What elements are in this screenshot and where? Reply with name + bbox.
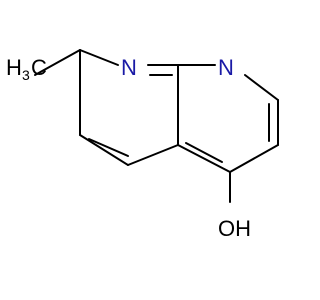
atom-hydroxyl: OH [218, 216, 251, 241]
atom-nitrogen-right: N [218, 55, 234, 80]
molecule-structure: N N H 3 C OH [6, 49, 279, 241]
bond-c4-c4a-inner [185, 142, 223, 163]
atom-methyl-h: H [6, 55, 22, 80]
bond-methyl [34, 49, 81, 76]
bond-c7-n8 [79, 49, 119, 66]
atom-methyl-sub: 3 [22, 67, 30, 83]
bond-c4-c4a [177, 144, 231, 173]
bond-c5-c4a [127, 144, 179, 166]
bond-c6-c5-inner [88, 138, 129, 157]
atom-nitrogen-left: N [121, 55, 137, 80]
atom-methyl-c: C [31, 55, 47, 80]
bond-c6-c5-outer [79, 134, 129, 166]
bond-n1-c2 [244, 74, 279, 101]
bond-c3-c4 [229, 144, 279, 173]
